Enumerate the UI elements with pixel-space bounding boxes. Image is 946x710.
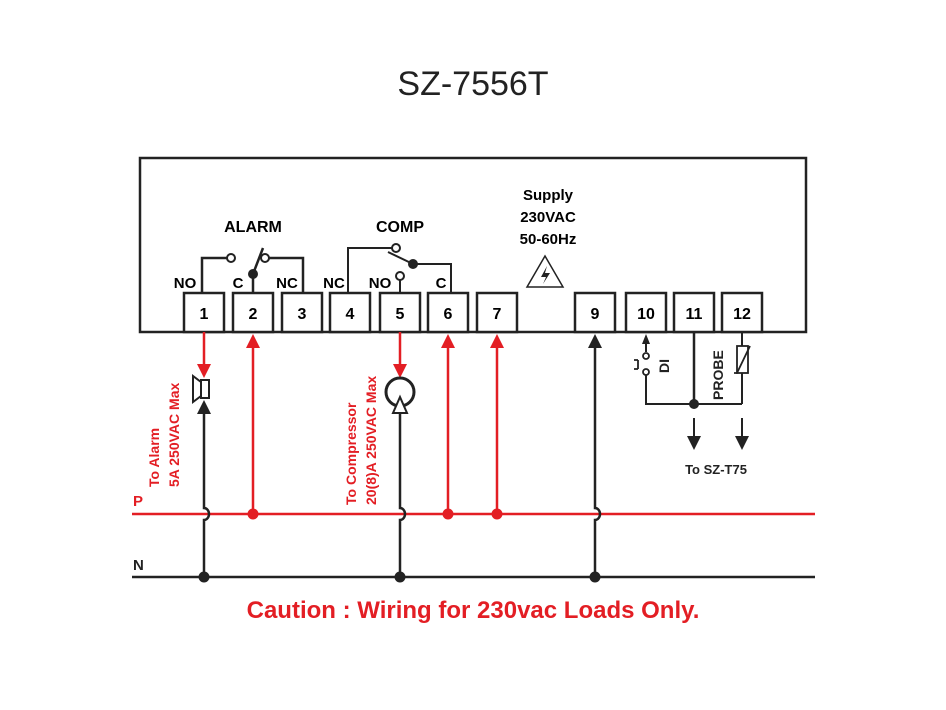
svg-text:1: 1 <box>200 306 209 323</box>
svg-text:3: 3 <box>298 306 307 323</box>
alarm-note-line1: To Alarm <box>146 428 162 487</box>
terminal-4: 4 <box>328 291 372 334</box>
contact-label: C <box>436 275 447 292</box>
terminal-10: 10 <box>624 291 668 334</box>
comp-relay-symbol <box>347 243 452 293</box>
terminal-12: 12 <box>720 291 764 334</box>
alarm-note-line2: 5A 250VAC Max <box>166 383 182 487</box>
comp-relay-label: COMP <box>376 219 424 236</box>
terminal-2: 2 <box>231 291 275 334</box>
svg-text:11: 11 <box>686 306 703 323</box>
terminal-block: 1 2 3 4 5 6 7 9 10 11 12 <box>182 291 764 334</box>
terminal-6: 6 <box>426 291 470 334</box>
terminal-11: 11 <box>672 291 716 334</box>
terminal-5: 5 <box>378 291 422 334</box>
probe-label: PROBE <box>710 350 726 400</box>
contact-label: C <box>233 275 244 292</box>
svg-text:9: 9 <box>591 306 600 323</box>
contact-label: NO <box>369 275 392 292</box>
contact-label: NC <box>276 275 298 292</box>
svg-text:12: 12 <box>733 306 751 323</box>
caution-note: Caution : Wiring for 230vac Loads Only. <box>247 597 700 624</box>
compressor-icon <box>384 376 416 414</box>
terminal-2-wire <box>246 334 260 520</box>
terminal-6-wire <box>441 334 455 520</box>
alarm-wiring <box>192 332 211 583</box>
sensor-wiring <box>634 332 751 450</box>
alarm-relay-symbol <box>200 247 305 293</box>
live-line-label: P <box>133 493 143 510</box>
terminal-9: 9 <box>573 291 617 334</box>
terminal-9-wire <box>588 334 602 583</box>
supply-frequency: 50-60Hz <box>520 231 577 248</box>
compressor-note-line2: 20(8)A 250VAC Max <box>363 376 379 505</box>
probe-thermistor-icon <box>734 345 751 374</box>
high-voltage-warning-icon <box>525 254 565 288</box>
sensor-note: To SZ-T75 <box>685 462 747 477</box>
controller-body <box>138 156 808 334</box>
svg-text:10: 10 <box>637 306 655 323</box>
terminal-7: 7 <box>475 291 519 334</box>
di-label: DI <box>656 359 672 373</box>
compressor-wiring <box>384 332 416 583</box>
diagram-title: SZ-7556T <box>397 65 548 103</box>
terminal-3: 3 <box>280 291 324 334</box>
terminal-1: 1 <box>182 291 226 334</box>
supply-voltage: 230VAC <box>520 209 576 226</box>
svg-text:4: 4 <box>346 306 355 323</box>
terminal-7-wire <box>490 334 504 520</box>
alarm-relay-label: ALARM <box>224 219 282 236</box>
svg-text:7: 7 <box>493 306 502 323</box>
neutral-line-label: N <box>133 557 144 574</box>
svg-text:5: 5 <box>396 306 405 323</box>
svg-text:2: 2 <box>249 306 258 323</box>
contact-label: NO <box>174 275 197 292</box>
speaker-icon <box>192 374 210 404</box>
compressor-note-line1: To Compressor <box>343 402 359 505</box>
contact-label: NC <box>323 275 345 292</box>
digital-input-switch-icon <box>634 352 650 376</box>
supply-label: Supply <box>523 187 574 204</box>
svg-text:6: 6 <box>444 306 453 323</box>
